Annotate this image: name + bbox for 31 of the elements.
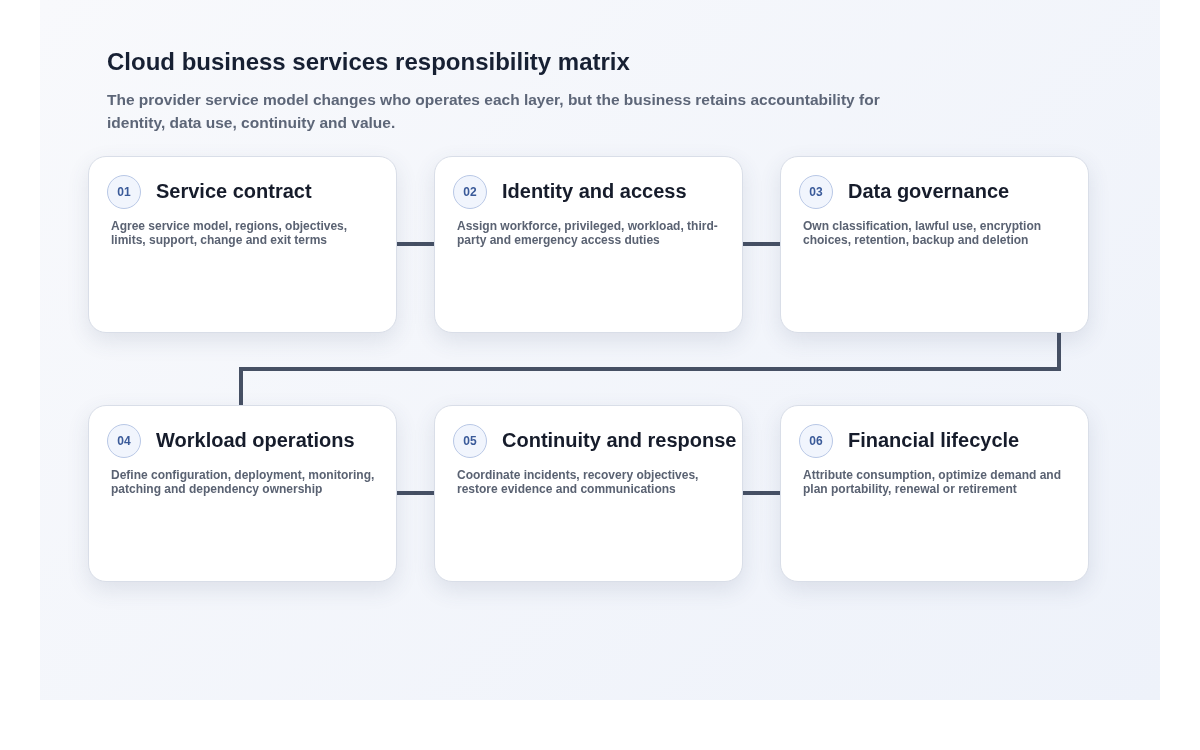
step-number-badge: 04 — [107, 424, 141, 458]
connector-line — [239, 333, 1061, 405]
step-number-badge: 01 — [107, 175, 141, 209]
connector-line — [397, 242, 434, 246]
step-title: Identity and access — [502, 180, 687, 203]
step-card — [434, 156, 743, 333]
step-card — [780, 156, 1089, 333]
connector-line — [743, 242, 780, 246]
step-number-badge: 02 — [453, 175, 487, 209]
step-description: Coordinate incidents, recovery objectives, restore evidence and communications — [457, 468, 700, 496]
step-description: Agree service model, regions, objectives, limits, support, change and exit terms — [111, 219, 349, 247]
diagram-caption: The provider service model changes who operates each layer, but the business retains accountability for identity, data use, continuity and value. — [107, 90, 881, 133]
step-description: Assign workforce, privileged, workload, third-party and emergency access duties — [457, 219, 719, 247]
connector-line — [397, 491, 434, 495]
step-card — [434, 405, 743, 582]
diagram-title: Cloud business services responsibility matrix — [107, 48, 630, 76]
connector-line — [743, 491, 780, 495]
step-description: Define configuration, deployment, monitoring, patching and dependency ownership — [111, 468, 376, 496]
step-card — [780, 405, 1089, 582]
step-title: Data governance — [848, 180, 1010, 203]
step-title: Workload operations — [156, 429, 355, 452]
step-title: Service contract — [156, 180, 312, 203]
step-number-badge: 06 — [799, 424, 833, 458]
step-card — [88, 405, 397, 582]
step-title: Continuity and response — [502, 429, 737, 452]
step-title: Financial lifecycle — [848, 429, 1020, 452]
step-card — [88, 156, 397, 333]
step-description: Own classification, lawful use, encryption choices, retention, backup and deletion — [803, 219, 1043, 247]
step-number-badge: 03 — [799, 175, 833, 209]
step-number-badge: 05 — [453, 424, 487, 458]
step-description: Attribute consumption, optimize demand and plan portability, renewal or retirement — [803, 468, 1062, 496]
